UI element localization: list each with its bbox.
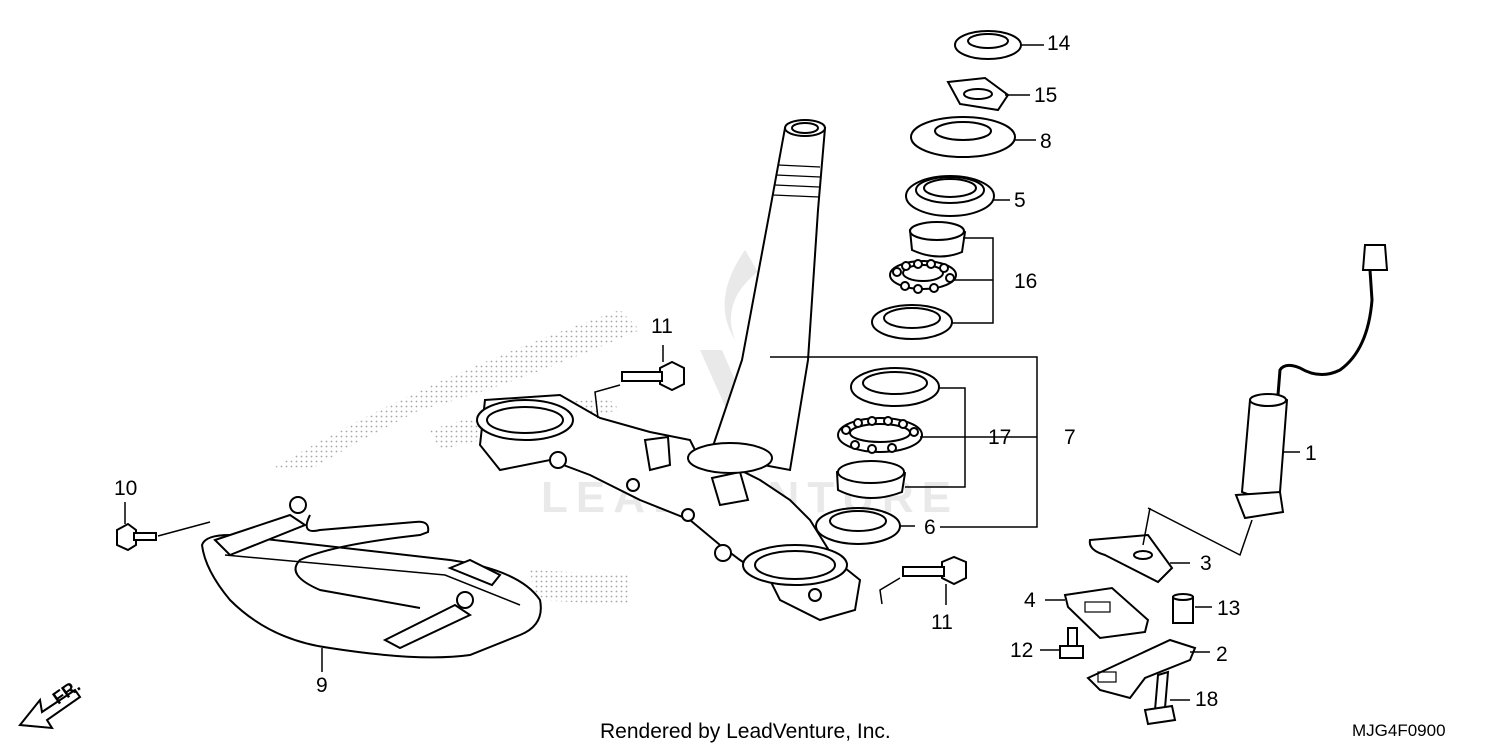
callout-10: 10: [114, 477, 138, 500]
part-4-plate: [1045, 586, 1150, 640]
callout-2: 2: [1216, 643, 1228, 666]
callout-4: 4: [1024, 589, 1036, 612]
callout-17: 17: [988, 426, 1012, 449]
front-direction-arrow-icon: FR.: [18, 675, 84, 730]
part-8-adjusting-nut: [910, 116, 1036, 158]
part-9-cover: [200, 496, 542, 659]
callout-16: 16: [1014, 270, 1038, 293]
part-12-screw: [1040, 627, 1084, 659]
part-17-lower-bearing: [835, 367, 966, 500]
footer-credit: Rendered by LeadVenture, Inc.: [600, 720, 891, 743]
callout-6: 6: [924, 516, 936, 539]
callout-9: 9: [316, 674, 328, 697]
part-13-collar: [1172, 593, 1212, 624]
part-5-dust-seal: [905, 175, 1010, 217]
part-10-screw: [116, 521, 211, 552]
leader-lines: [124, 502, 323, 672]
callout-15: 15: [1034, 84, 1058, 107]
callout-14: 14: [1047, 32, 1071, 55]
part-3-bracket: [1088, 507, 1253, 584]
diagram-code: MJG4F0900: [1352, 721, 1446, 740]
callout-8: 8: [1040, 130, 1052, 153]
callout-3: 3: [1200, 552, 1212, 575]
callout-5: 5: [1014, 189, 1026, 212]
callout-11-lower: 11: [931, 611, 953, 634]
part-1-sensor: [1234, 244, 1389, 520]
callout-13: 13: [1217, 597, 1241, 620]
part-16-upper-bearing: [871, 221, 994, 340]
part-6-dust-seal: [815, 507, 915, 545]
part-18-bolt: [1143, 670, 1190, 726]
part-2-bracket: [1086, 638, 1210, 700]
callout-18: 18: [1195, 688, 1219, 711]
part-15-lock-washer: [946, 76, 1030, 112]
callout-1: 1: [1305, 442, 1317, 465]
steering-stem: [687, 119, 827, 474]
part-11-bolt-lower: [879, 555, 967, 605]
callout-12: 12: [1010, 639, 1034, 662]
callout-7: 7: [1064, 426, 1076, 449]
part-11-bolt-upper: [594, 345, 685, 419]
part-7-bottom-bridge: [476, 393, 862, 622]
part-7-leader: [770, 356, 1038, 528]
callout-11-upper: 11: [651, 315, 673, 338]
part-14-locknut: [954, 30, 1044, 60]
